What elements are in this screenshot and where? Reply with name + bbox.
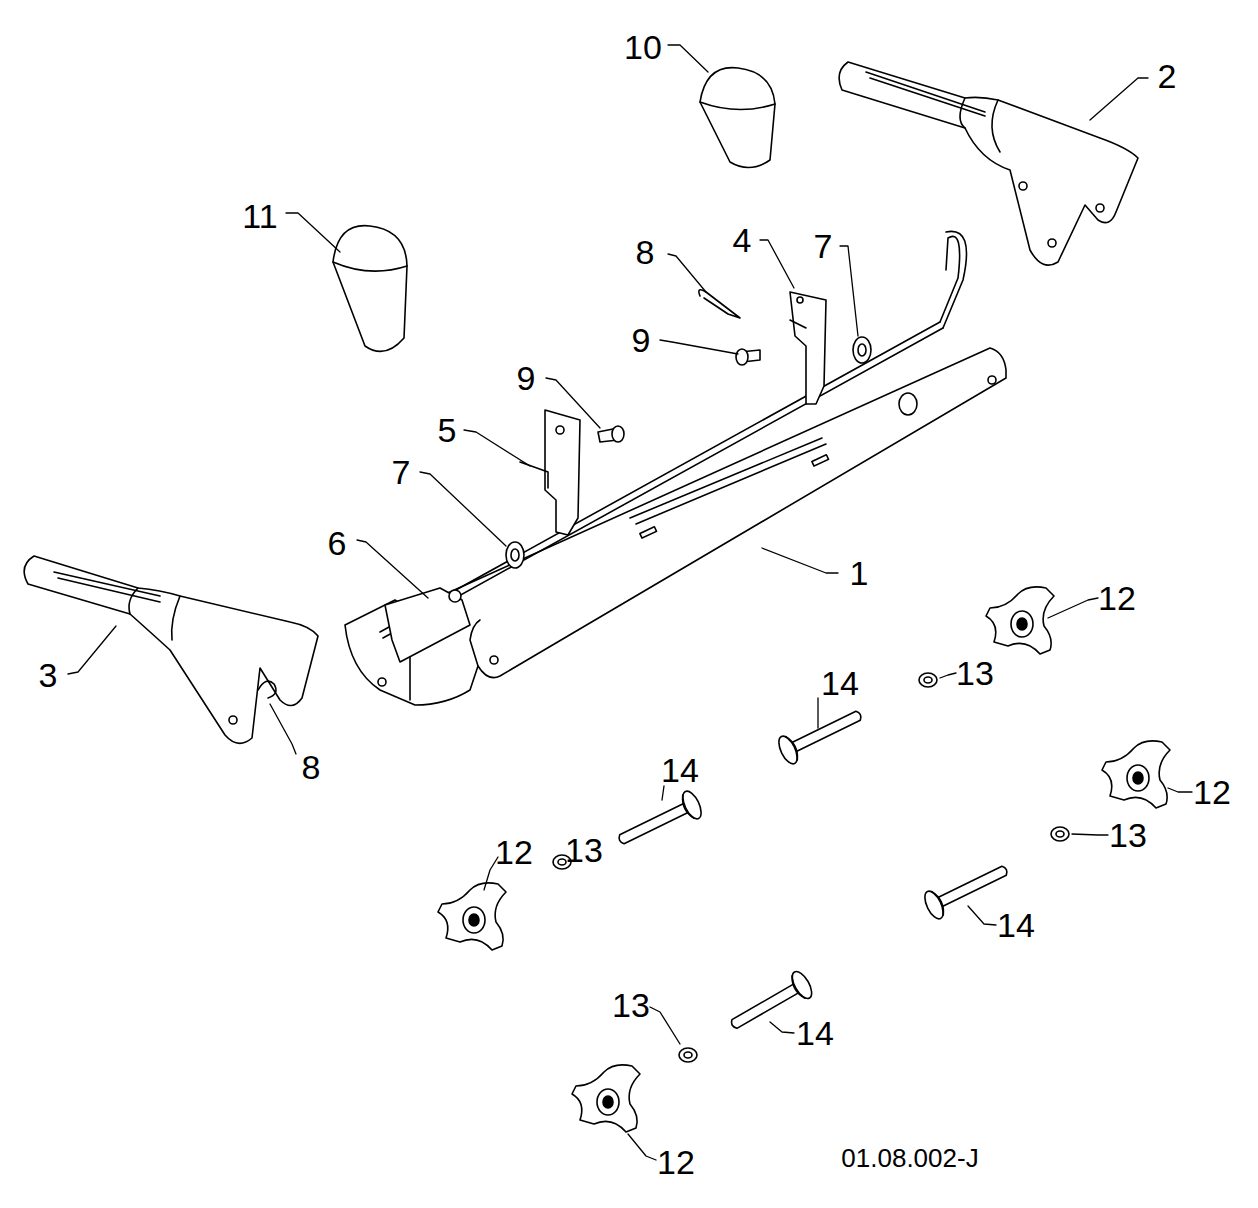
star-knob [438,883,506,950]
callout-number: 6 [328,526,347,560]
washer [919,673,937,687]
knob [333,226,407,352]
callout-number: 1 [850,556,869,590]
handle [24,556,318,743]
bolt [775,701,867,766]
callout-number: 8 [636,235,655,269]
callout-number: 10 [624,30,662,64]
callout-number: 7 [392,455,411,489]
callout-number: 13 [612,988,650,1022]
callout-number: 5 [438,413,457,447]
callout-number: 9 [632,323,651,357]
pin [598,426,624,442]
drawing-number: 01.08.002-J [841,1145,978,1171]
star-knob [1102,741,1170,808]
star-knob [572,1065,640,1132]
callout-number: 14 [796,1016,834,1050]
callout-number: 4 [733,223,752,257]
knob [700,68,775,168]
clip [699,290,740,318]
callout-number: 12 [1098,581,1136,615]
handle [839,62,1138,265]
callout-number: 9 [517,361,536,395]
callout-number: 11 [242,199,277,233]
callout-number: 12 [657,1145,695,1179]
callout-number: 12 [495,835,533,869]
callout-number: 13 [956,656,994,690]
rod [380,231,967,638]
callout-number: 7 [814,229,833,263]
rail-plate [345,348,1006,705]
washer [853,337,871,363]
washer [1051,827,1069,841]
bracket [385,588,470,662]
washer [679,1048,697,1062]
callout-number: 14 [997,908,1035,942]
pin [736,349,760,365]
callout-number: 2 [1158,59,1177,93]
callout-number: 8 [302,750,321,784]
callout-number: 14 [661,753,699,787]
callout-number: 13 [565,833,603,867]
bracket [790,292,826,404]
bolt [613,788,705,853]
leader-lines [68,45,1192,1160]
bracket [520,410,580,535]
callout-number: 3 [39,658,58,692]
callout-number: 14 [821,666,859,700]
callout-number: 13 [1109,818,1147,852]
star-knob [986,587,1054,654]
callout-number: 12 [1193,775,1231,809]
washer [506,542,524,568]
